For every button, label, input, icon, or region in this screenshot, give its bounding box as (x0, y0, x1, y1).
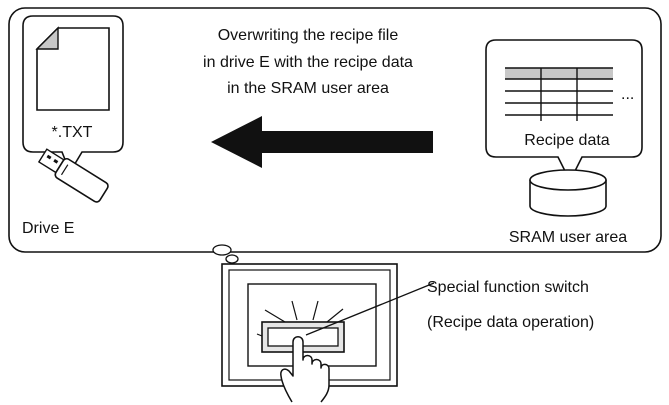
caption-line-1: Overwriting the recipe file (218, 27, 399, 44)
left-arrow-icon (211, 116, 433, 168)
document-icon (35, 26, 110, 111)
drive-label: Drive E (22, 220, 74, 237)
recipe-label: Recipe data (524, 132, 609, 149)
usb-drive-icon (37, 148, 109, 203)
special-function-switch (256, 300, 345, 353)
recipe-bubble (485, 39, 643, 183)
table-ellipsis: ... (621, 86, 634, 103)
main-frame (8, 7, 662, 253)
pointing-hand-icon (280, 336, 330, 403)
touch-panel-icon (221, 263, 398, 387)
caption-line-3: in the SRAM user area (227, 80, 389, 97)
recipe-table-icon (505, 67, 613, 121)
connector-bubble-large (212, 244, 232, 256)
file-label: *.TXT (52, 124, 93, 141)
sram-label: SRAM user area (509, 229, 627, 246)
operation-label: (Recipe data operation) (427, 314, 594, 331)
caption-line-2: in drive E with the recipe data (203, 54, 413, 71)
switch-leader-line (305, 282, 435, 336)
database-cylinder-icon (529, 169, 607, 217)
switch-label: Special function switch (427, 279, 589, 296)
connector-bubble-small (225, 254, 239, 264)
